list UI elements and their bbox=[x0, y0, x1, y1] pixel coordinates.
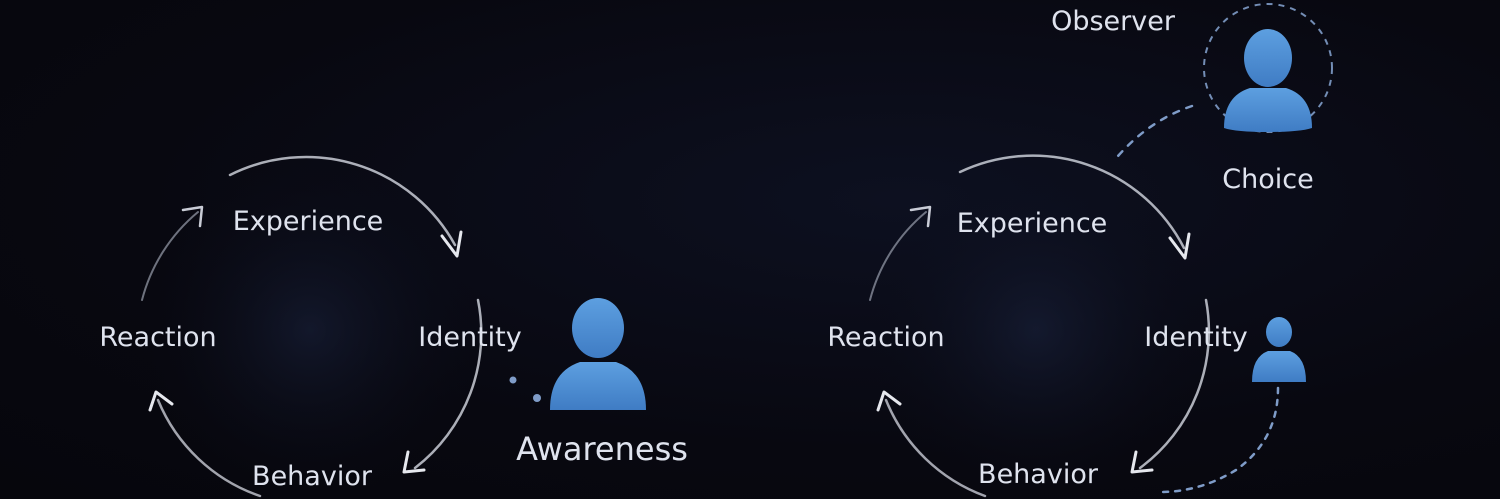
choice-label: Choice bbox=[1222, 164, 1313, 195]
left-node-reaction: Reaction bbox=[99, 322, 216, 353]
arrow-head-icon bbox=[148, 390, 174, 412]
right-arc-top bbox=[958, 154, 1186, 250]
left-node-identity: Identity bbox=[418, 322, 521, 353]
arrow-head-icon bbox=[402, 450, 426, 474]
arrow-head-icon bbox=[876, 390, 902, 412]
arrow-head-icon bbox=[440, 230, 463, 258]
right-arc-right bbox=[1138, 298, 1211, 470]
arrow-head-icon bbox=[909, 205, 932, 228]
left-node-behavior: Behavior bbox=[252, 461, 373, 492]
left-arc-right bbox=[413, 298, 483, 470]
left-cycle-glow bbox=[140, 160, 480, 499]
right-cycle: Experience Identity Behavior Reaction Ob… bbox=[827, 3, 1333, 499]
observer-label: Observer bbox=[1051, 6, 1176, 37]
dashed-link-upper bbox=[1116, 104, 1194, 158]
right-node-behavior: Behavior bbox=[978, 459, 1099, 490]
awareness-label: Awareness bbox=[516, 430, 688, 468]
left-arc-bottom bbox=[156, 398, 262, 498]
left-arc-top bbox=[228, 155, 457, 247]
arrow-head-icon bbox=[181, 205, 204, 228]
right-arc-left bbox=[869, 211, 927, 301]
right-node-reaction: Reaction bbox=[827, 322, 944, 353]
thought-dot bbox=[533, 394, 541, 402]
person-icon bbox=[1224, 29, 1312, 132]
right-node-identity: Identity bbox=[1144, 322, 1247, 353]
left-cycle: Experience Identity Behavior Reaction Aw… bbox=[99, 155, 688, 499]
right-cycle-glow bbox=[866, 160, 1206, 499]
right-arc-bottom bbox=[884, 398, 987, 498]
thought-dot bbox=[509, 376, 517, 384]
left-node-experience: Experience bbox=[233, 206, 384, 237]
arrow-head-icon bbox=[1168, 232, 1191, 260]
person-icon bbox=[1252, 317, 1306, 382]
arrow-head-icon bbox=[1130, 450, 1154, 474]
person-icon bbox=[550, 298, 646, 410]
dashed-link-lower bbox=[1158, 386, 1280, 494]
left-arc-left bbox=[141, 211, 199, 301]
right-node-experience: Experience bbox=[957, 208, 1108, 239]
